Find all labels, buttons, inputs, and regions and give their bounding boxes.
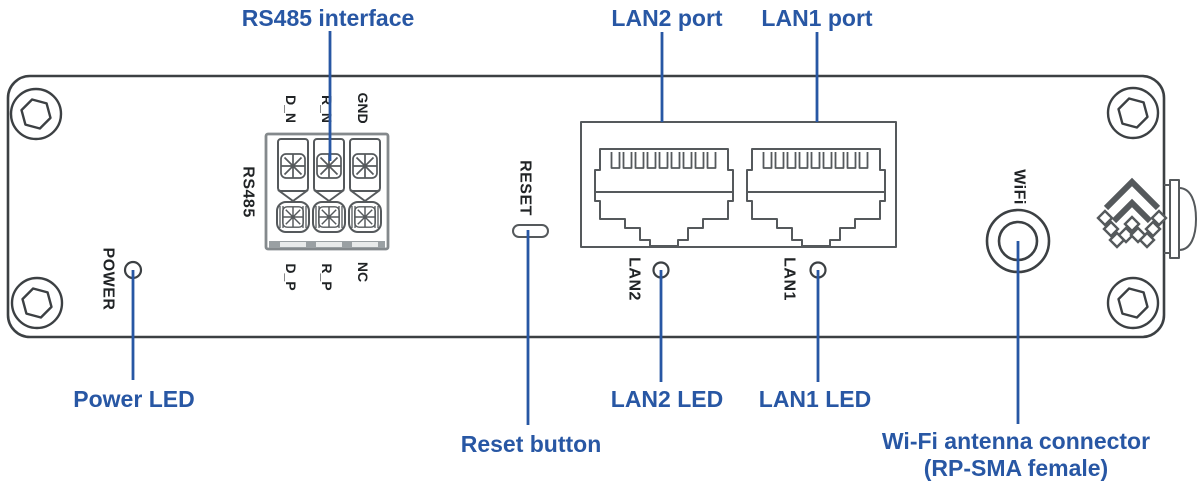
protrusion-arc bbox=[1178, 187, 1197, 251]
pin-label-r-p: R_P bbox=[319, 263, 335, 290]
lan1-panel-label: LAN1 bbox=[781, 257, 798, 301]
screw-top-right bbox=[1106, 86, 1160, 140]
reset-panel-label: RESET bbox=[517, 160, 534, 216]
rs485-block-label: RS485 bbox=[240, 166, 257, 217]
screw-bottom-left bbox=[10, 276, 64, 330]
power-label: POWER bbox=[100, 248, 117, 311]
lan2-panel-label: LAN2 bbox=[626, 257, 643, 301]
reset-group: RESET bbox=[512, 160, 549, 238]
callout-label-lan1-port: LAN1 port bbox=[761, 5, 873, 31]
callout-label-wifi-line2: (RP-SMA female) bbox=[924, 455, 1108, 481]
callout-label-lan1-led: LAN1 LED bbox=[759, 386, 871, 412]
power-led-group: POWER bbox=[100, 248, 143, 311]
rs485-block-outline bbox=[264, 132, 390, 251]
pin-label-d-n: D_N bbox=[283, 95, 299, 123]
pin-label-nc: NC bbox=[355, 262, 371, 282]
screw-bottom-right bbox=[1106, 276, 1160, 330]
callout-labels: RS485 interface LAN2 port LAN1 port Powe… bbox=[73, 5, 1150, 481]
pin-label-gnd: GND bbox=[355, 92, 371, 123]
side-protrusion bbox=[1164, 179, 1197, 259]
callout-label-wifi-line1: Wi-Fi antenna connector bbox=[882, 428, 1150, 454]
rj45-port-lan1 bbox=[746, 148, 886, 247]
brand-logo-icon bbox=[1096, 177, 1168, 249]
rs485-column-3 bbox=[349, 139, 381, 232]
callout-lines bbox=[131, 31, 1020, 425]
callout-label-power-led: Power LED bbox=[73, 386, 194, 412]
pin-label-r-n: R_N bbox=[319, 95, 335, 123]
panel-body bbox=[6, 74, 1166, 339]
protrusion-bar bbox=[1169, 179, 1180, 259]
callout-label-lan2-port: LAN2 port bbox=[611, 5, 723, 31]
wifi-panel-label: WiFi bbox=[1011, 169, 1028, 205]
callout-label-lan2-led: LAN2 LED bbox=[611, 386, 723, 412]
pin-label-d-p: D_P bbox=[283, 263, 299, 290]
rs485-column-1 bbox=[277, 139, 309, 232]
rj45-port-lan2 bbox=[594, 148, 734, 247]
screw-top-left bbox=[9, 87, 63, 141]
lan-ports-group: LAN2 LAN1 bbox=[580, 121, 897, 301]
callout-label-rs485: RS485 interface bbox=[242, 5, 415, 31]
lan-assembly-outline bbox=[580, 121, 897, 248]
callout-label-reset: Reset button bbox=[461, 431, 602, 457]
reset-button-hole bbox=[512, 224, 549, 238]
rs485-terminal-block: RS485 D_N R_N GND D_P R_P NC bbox=[240, 92, 390, 291]
panel-outline bbox=[6, 74, 1166, 339]
